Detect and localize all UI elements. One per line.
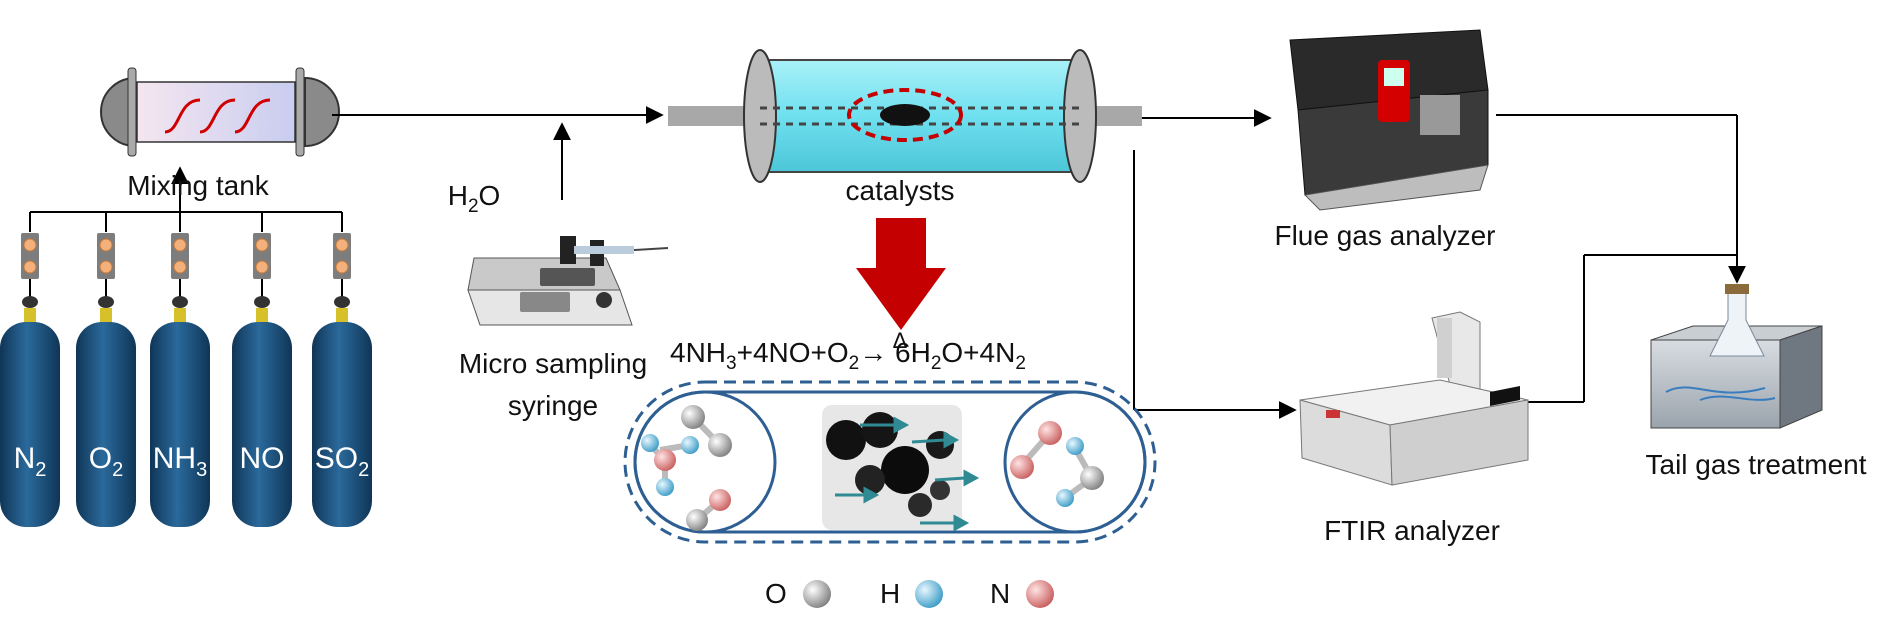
cylinder-label-so2: SO2 (315, 442, 369, 481)
legend-ball-n (1026, 580, 1054, 608)
reactant-molecules (641, 405, 732, 531)
cylinder-labels: N2 O2 NH3 NO SO2 (14, 442, 370, 481)
mixing-tank-label: Mixing tank (127, 170, 270, 201)
catalysts-label: catalysts (846, 175, 955, 206)
cylinder-label-no: NO (240, 442, 285, 475)
atom-legend: O H N (765, 578, 1054, 609)
flue-gas-label: Flue gas analyzer (1274, 220, 1495, 251)
reaction-equation: 4NH3+4NO+O2→ 6H2O+4N2 (670, 337, 1026, 374)
flow-arrows-icon (164, 98, 271, 134)
cylinder-label-o2: O2 (89, 442, 123, 481)
legend-label-h: H (880, 578, 900, 609)
product-molecules (1010, 421, 1104, 507)
water-label: H2O (448, 180, 501, 217)
reaction-loop (623, 380, 1157, 544)
cylinder-label-n2: N2 (14, 442, 47, 481)
main-line (332, 106, 664, 200)
gas-manifold (29, 166, 343, 232)
cylinder-nh3 (150, 233, 210, 527)
tail-gas-label: Tail gas treatment (1646, 449, 1867, 480)
legend-ball-h (915, 580, 943, 608)
cylinder-so2 (312, 233, 372, 527)
legend-label-n: N (990, 578, 1010, 609)
syringe-pump: H2O Micro sampling syringe (448, 180, 669, 421)
tail-gas-treatment: Tail gas treatment (1646, 284, 1867, 480)
cylinder-n2 (0, 233, 60, 527)
down-arrow-icon (856, 218, 946, 330)
flue-gas-analyzer: Flue gas analyzer (1274, 29, 1496, 251)
gas-cylinders (0, 233, 372, 527)
legend-ball-o (803, 580, 831, 608)
gas-flow-arrows-icon (835, 416, 980, 532)
ftir-label: FTIR analyzer (1324, 515, 1500, 546)
cylinder-label-nh3: NH3 (153, 442, 207, 481)
syringe-label-line1: Micro sampling (459, 348, 647, 379)
syringe-label-line2: syringe (508, 390, 598, 421)
legend-label-o: O (765, 578, 787, 609)
mixing-tank: Mixing tank (100, 67, 340, 201)
ftir-analyzer: FTIR analyzer (1299, 311, 1529, 546)
catalyst-tem-image (822, 405, 980, 532)
cylinder-o2 (76, 233, 136, 527)
cylinder-no (232, 233, 292, 527)
reactor: catalysts (668, 49, 1142, 330)
outlet-lines (1133, 109, 1746, 419)
heat-symbol: Δ (893, 328, 908, 353)
